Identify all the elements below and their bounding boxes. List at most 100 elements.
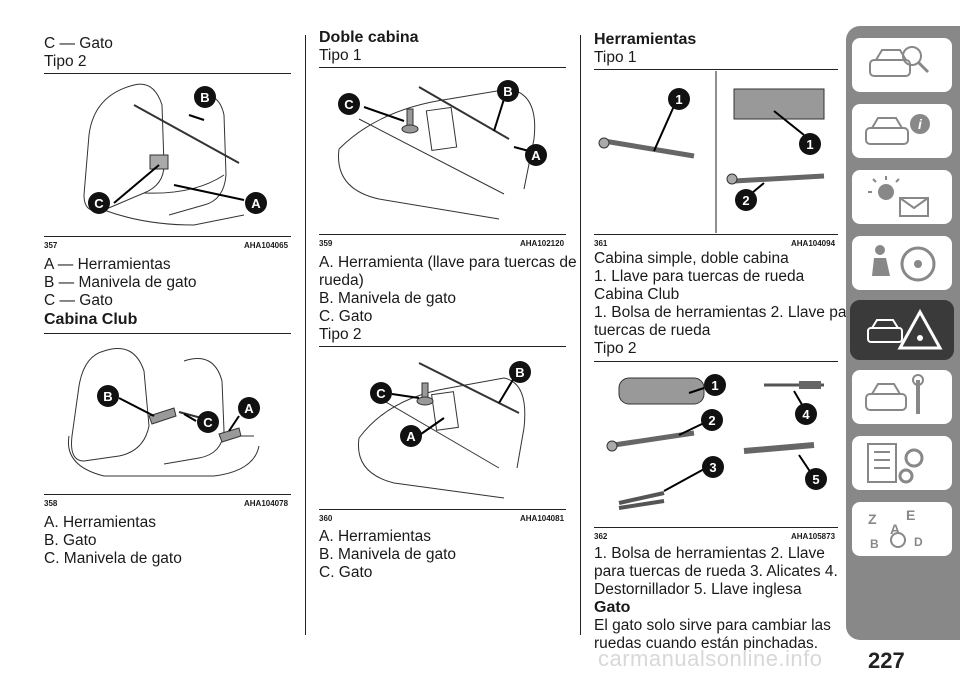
- label-357-c: C — Gato: [44, 292, 113, 309]
- rule: [44, 73, 291, 74]
- callout-c-label: C: [94, 196, 104, 211]
- car-search-icon: [869, 46, 930, 77]
- callout-c: [370, 382, 392, 404]
- label-357-a: A — Herramientas: [44, 256, 171, 273]
- tipo2-label: Tipo 2: [594, 340, 637, 357]
- rule: [319, 509, 566, 510]
- callout-c-label: C: [203, 415, 213, 430]
- figure-357: B C A: [83, 83, 267, 226]
- emergency-icon: [867, 308, 943, 350]
- svg-text:D: D: [914, 535, 923, 549]
- tab-airbag-steering[interactable]: [850, 234, 954, 292]
- top-line-c-gato: C — Gato: [44, 35, 113, 52]
- callout-c-label: C: [376, 386, 386, 401]
- callout-1: [799, 133, 821, 155]
- callout-b: [194, 86, 216, 108]
- fig361-code: AHA104094: [791, 239, 836, 248]
- callout-b: [497, 80, 519, 102]
- tipo1-label: Tipo 1: [319, 47, 362, 64]
- rule: [44, 236, 291, 237]
- callout-3-label: 3: [709, 460, 716, 475]
- callout-5: [805, 468, 827, 490]
- fig358-number: 358: [44, 499, 58, 508]
- car-info-icon: i: [865, 114, 930, 145]
- callout-4-label: 4: [802, 407, 810, 422]
- text-361-line5: tuercas de rueda: [594, 322, 711, 339]
- figure-360: C B A: [357, 361, 531, 499]
- callout-b-label: B: [515, 365, 524, 380]
- callout-1: [704, 374, 726, 396]
- fig362-number: 362: [594, 532, 608, 541]
- svg-text:Z: Z: [868, 511, 877, 527]
- callout-2: [701, 409, 723, 431]
- label-358-b: B. Gato: [44, 532, 97, 549]
- label-360-c: C. Gato: [319, 564, 373, 581]
- tab-car-info[interactable]: i: [850, 102, 954, 160]
- callout-2: [735, 189, 757, 211]
- heading-gato: Gato: [594, 599, 631, 616]
- callout-5-label: 5: [812, 472, 819, 487]
- rule: [594, 527, 838, 528]
- text-361-line3: Cabina Club: [594, 286, 680, 303]
- label-360-b: B. Manivela de gato: [319, 546, 457, 563]
- svg-text:B: B: [870, 537, 879, 551]
- text-362-line3: Destornillador 5. Llave inglesa: [594, 581, 802, 598]
- callout-a-label: A: [406, 429, 416, 444]
- svg-text:A: A: [890, 521, 900, 537]
- label-359-a2: rueda): [319, 272, 364, 289]
- heading-herramientas: Herramientas: [594, 31, 697, 48]
- svg-text:E: E: [906, 507, 915, 523]
- tab-warning-lights[interactable]: [850, 168, 954, 226]
- tab-car-search[interactable]: [850, 36, 954, 94]
- label-358-c: C. Manivela de gato: [44, 550, 182, 567]
- callout-a-label: A: [244, 401, 254, 416]
- callout-1: [668, 88, 690, 110]
- fig361-number: 361: [594, 239, 608, 248]
- figure-358: B C A: [67, 348, 260, 477]
- watermark: carmanualsonline.info: [598, 646, 823, 671]
- callout-b: [509, 361, 531, 383]
- svg-text:i: i: [918, 116, 923, 132]
- figure-361: 1 1 2: [598, 71, 825, 233]
- callout-2-label: 2: [742, 193, 749, 208]
- callout-c: [88, 192, 110, 214]
- heading-doble-cabina: Doble cabina: [319, 29, 419, 46]
- index-icon: Z E A B D: [868, 507, 923, 551]
- text-gato-line1: El gato solo sirve para cambiar las: [594, 617, 831, 634]
- tab-car-maintenance[interactable]: [850, 368, 954, 426]
- callout-b-label: B: [103, 389, 112, 404]
- tab-emergency[interactable]: [850, 300, 954, 360]
- fig360-number: 360: [319, 514, 333, 523]
- text-362-line2: para tuercas de rueda 3. Alicates 4.: [594, 563, 838, 580]
- rule: [319, 346, 566, 347]
- warning-lights-icon: [868, 176, 929, 217]
- car-maintenance-icon: [865, 374, 924, 414]
- callout-3: [702, 456, 724, 478]
- rule: [319, 67, 566, 68]
- callout-a: [400, 425, 422, 447]
- rule: [594, 361, 838, 362]
- callout-c: [197, 411, 219, 433]
- callout-b-label: B: [200, 90, 209, 105]
- fig359-number: 359: [319, 239, 333, 248]
- callout-b-label: B: [503, 84, 512, 99]
- fig357-number: 357: [44, 241, 58, 250]
- label-360-a: A. Herramientas: [319, 528, 431, 545]
- tab-index[interactable]: Z E A B D: [850, 500, 954, 558]
- rule: [594, 234, 838, 235]
- fig362-code: AHA105873: [791, 532, 836, 541]
- callout-c: [338, 93, 360, 115]
- rule: [594, 69, 838, 70]
- page-number: 227: [868, 648, 905, 673]
- callout-4: [795, 403, 817, 425]
- label-359-c: C. Gato: [319, 308, 373, 325]
- fig357-code: AHA104065: [244, 241, 289, 250]
- fig358-code: AHA104078: [244, 499, 289, 508]
- tab-specs[interactable]: [850, 434, 954, 492]
- rule: [44, 333, 291, 334]
- fig359-code: AHA102120: [520, 239, 565, 248]
- text-362-line1: 1. Bolsa de herramientas 2. Llave: [594, 545, 825, 562]
- column-divider: [580, 35, 581, 635]
- callout-a-label: A: [251, 196, 261, 211]
- callout-a: [525, 144, 547, 166]
